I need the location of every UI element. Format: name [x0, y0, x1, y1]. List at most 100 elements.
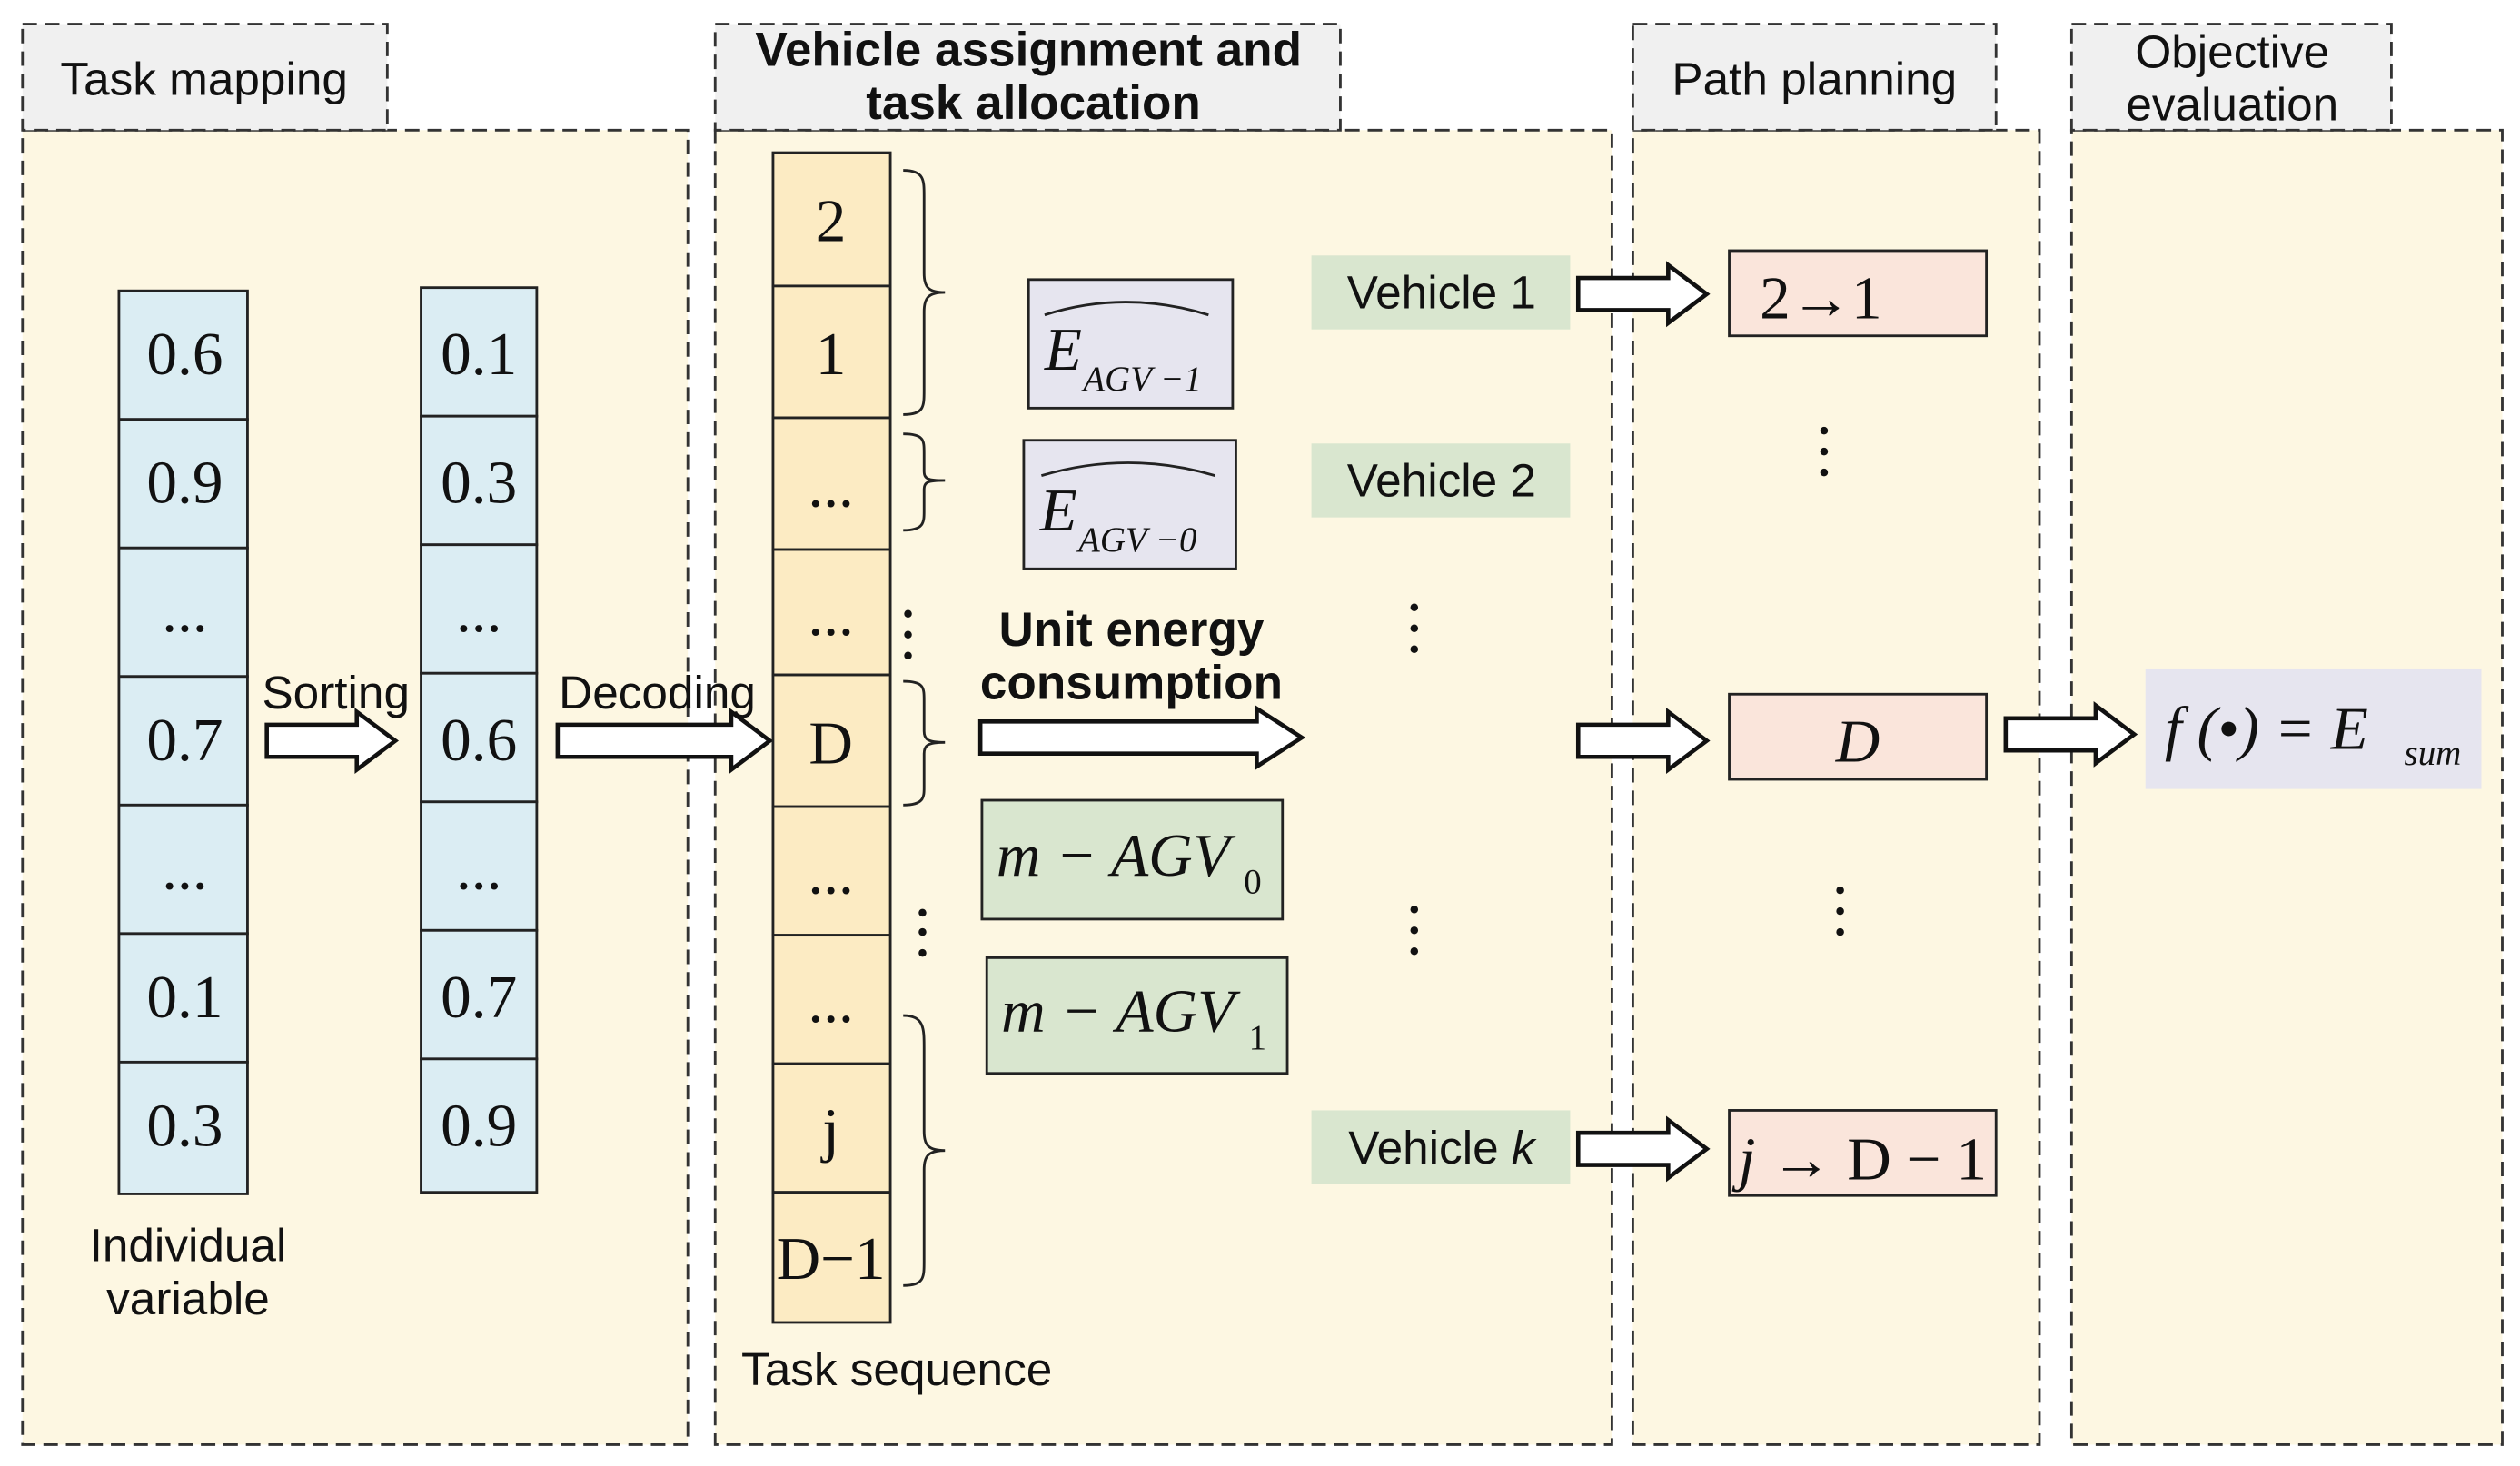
hat-icon: [1044, 301, 1209, 317]
sorting-arrow-icon: [264, 708, 400, 774]
vehicle-k-badge: [1311, 1110, 1571, 1184]
vehicle-assignment-title-line2: task allocation: [866, 76, 1201, 130]
vehicle-k-label: Vehicle k: [1348, 1122, 1537, 1174]
decoded-task-arrow-icon: [1575, 708, 1711, 774]
task-value: ...: [808, 451, 853, 520]
path-box-vehicle-1: [1728, 249, 1989, 338]
unit-energy-arrow-icon: [977, 704, 1306, 771]
sorted-cell: [420, 543, 539, 675]
m-agv1-label: m − AGV: [1001, 977, 1241, 1045]
path-planning-panel: [1631, 128, 2041, 1446]
sorted-value: 0.7: [441, 963, 517, 1031]
objective-evaluation-title-line1: Objective: [2135, 25, 2329, 77]
task-value: ...: [808, 580, 853, 649]
vehicle-assignment-title-line1: Vehicle assignment and: [755, 24, 1302, 77]
task-mapping-title: Task mapping: [60, 53, 347, 104]
unit-energy-label-line2: consumption: [980, 657, 1283, 710]
task-mapping-header: [21, 23, 389, 132]
task-cell: [771, 548, 892, 677]
ellipsis-icon: [1836, 886, 1844, 936]
task-value: 2: [816, 186, 847, 254]
path-decoded: D: [1835, 708, 1880, 776]
path-vehicle-1: 2→1: [1760, 263, 1881, 332]
ellipsis-icon: [918, 908, 927, 957]
energy-agv-minus1-subscript: AGV −1: [1080, 360, 1201, 399]
sorted-value: 0.1: [441, 320, 517, 388]
individual-cell: [117, 1060, 249, 1195]
m-agv1-box: [985, 956, 1289, 1075]
task-cell: [771, 284, 892, 420]
individual-value: 0.3: [146, 1091, 223, 1159]
vehicle-k-arrow-icon: [1575, 1115, 1711, 1183]
objective-function-box: [2145, 668, 2482, 789]
sorted-value: ...: [456, 834, 501, 902]
sorted-value: 0.6: [441, 706, 517, 774]
sorting-label: Sorting: [262, 667, 410, 718]
task-value: j: [820, 1096, 839, 1164]
vehicle-2-label: Vehicle 2: [1347, 455, 1536, 507]
individual-value: ...: [162, 577, 207, 645]
task-value: 1: [816, 320, 847, 388]
energy-agv-minus0-symbol: E: [1039, 476, 1077, 544]
task-cell: [771, 416, 892, 551]
individual-value: 0.7: [146, 706, 223, 774]
sorted-cell: [420, 800, 539, 932]
individual-cell: [117, 418, 249, 550]
individual-value: ...: [162, 834, 207, 902]
sorted-cell: [420, 928, 539, 1061]
decoding-label: Decoding: [559, 667, 756, 718]
task-cell: [771, 151, 892, 288]
m-agv0-box: [980, 798, 1285, 921]
path-planning-header: [1631, 23, 1998, 132]
vehicle-1-label: Vehicle 1: [1347, 267, 1536, 319]
sorted-cell: [420, 1057, 539, 1194]
energy-agv-minus0-subscript: AGV −0: [1076, 520, 1196, 560]
objective-subscript: sum: [2405, 734, 2462, 773]
m-agv0-label: m − AGV: [997, 821, 1236, 889]
vehicle-1-badge: [1311, 255, 1571, 330]
brace-icon: [903, 679, 946, 807]
sorted-cell: [420, 286, 539, 418]
task-value: D−1: [777, 1224, 886, 1293]
sorted-cell: [420, 414, 539, 547]
task-cell: [771, 1062, 892, 1194]
task-value: ...: [808, 839, 853, 907]
individual-value: 0.1: [146, 963, 223, 1031]
task-sequence-column: 2 1 ... ... D ... ... j D−1: [771, 151, 892, 1324]
vehicle-1-arrow-icon: [1575, 261, 1711, 328]
individual-value: 0.6: [146, 320, 223, 388]
m-agv0-subscript: 0: [1244, 863, 1261, 902]
sorted-value: ...: [456, 577, 501, 645]
unit-energy-label-line1: Unit energy: [998, 603, 1264, 657]
task-cell: [771, 1191, 892, 1324]
objective-arrow-icon: [2003, 701, 2138, 768]
task-cell: [771, 934, 892, 1065]
brace-icon: [903, 1014, 946, 1287]
ellipsis-icon: [904, 609, 912, 660]
brace-icon: [903, 432, 946, 532]
individual-value: 0.9: [146, 449, 223, 517]
individual-cell: [117, 675, 249, 807]
individual-variable-label-line2: variable: [106, 1273, 270, 1324]
decoding-arrow-icon: [555, 708, 774, 774]
sorted-value: 0.3: [441, 449, 517, 517]
objective-evaluation-header: [2069, 23, 2393, 132]
sorted-variable-column: 0.1 0.3 ... 0.6 ... 0.7 0.9: [420, 286, 539, 1194]
task-value: D: [809, 708, 853, 777]
m-agv1-subscript: 1: [1249, 1018, 1266, 1057]
sorted-value: 0.9: [441, 1091, 517, 1159]
path-vehicle-k: j → D − 1: [1731, 1125, 1987, 1194]
objective-function: f (•) = E: [2165, 694, 2368, 762]
vehicle-assignment-header: [713, 23, 1342, 132]
vehicle-2-badge: [1311, 443, 1571, 518]
hat-icon: [1040, 461, 1215, 478]
individual-variable-label-line1: Individual: [90, 1220, 287, 1272]
sorted-cell: [420, 671, 539, 804]
task-sequence-label: Task sequence: [741, 1343, 1052, 1395]
brace-icon: [903, 169, 946, 416]
individual-variable-column: 0.6 0.9 ... 0.7 ... 0.1 0.3: [117, 289, 249, 1195]
individual-cell: [117, 289, 249, 421]
path-planning-title: Path planning: [1672, 53, 1957, 104]
ellipsis-icon: [1410, 603, 1419, 653]
objective-evaluation-title-line2: evaluation: [2126, 79, 2338, 131]
